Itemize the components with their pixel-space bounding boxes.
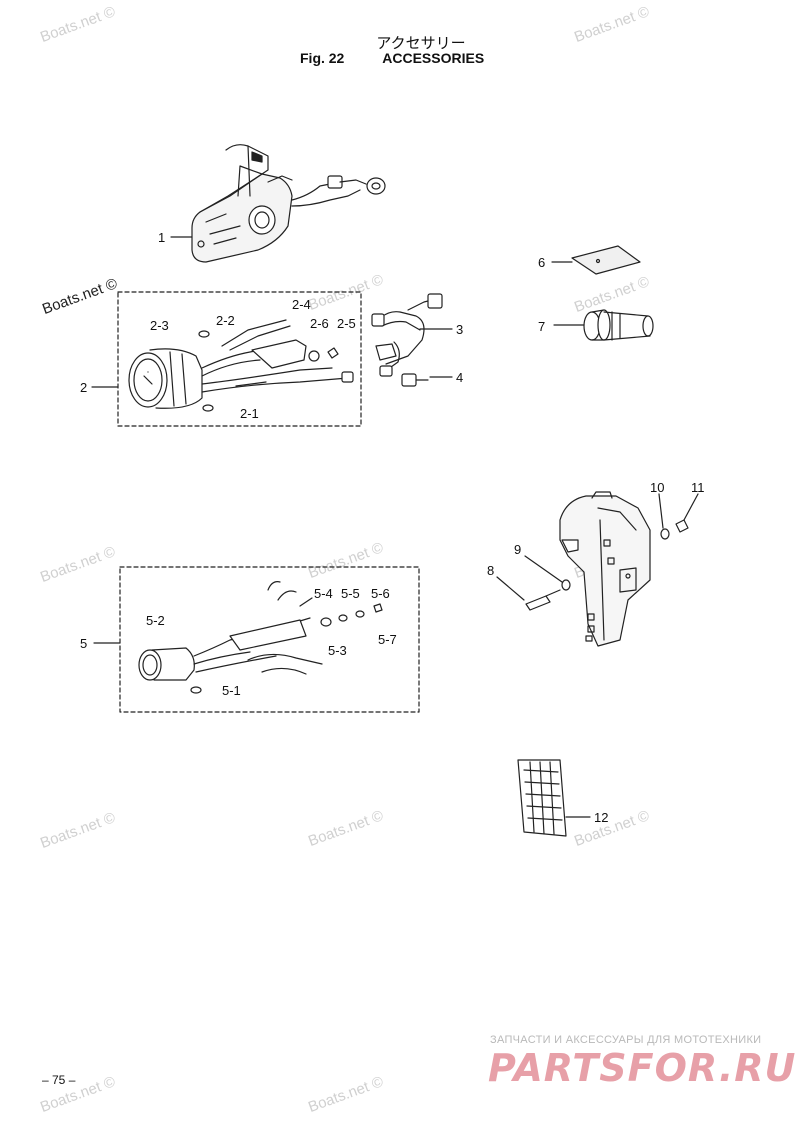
assembly-outline-2 (117, 291, 362, 427)
wiring-harness (371, 293, 443, 377)
trim-meter (138, 581, 383, 694)
callout-6: 6 (538, 255, 546, 270)
callout-4: 4 (456, 370, 464, 385)
brand-logo: PARTSFOR.RU (488, 1046, 797, 1090)
title-japanese: アクセサリー (376, 35, 466, 52)
callout-10: 10 (650, 480, 665, 495)
callout-2-2: 2-2 (216, 313, 235, 328)
brand-tagline: ЗАПЧАСТИ И АКСЕССУАРЫ ДЛЯ МОТОТЕХНИКИ (490, 1034, 762, 1046)
callout-1: 1 (158, 230, 166, 245)
callout-5-2: 5-2 (146, 613, 165, 628)
callout-2-4: 2-4 (292, 297, 311, 312)
figure-title: Fig. 22 ACCESSORIES (300, 50, 484, 66)
remote-control-box (191, 144, 386, 263)
callout-5-7: 5-7 (378, 632, 397, 647)
grommet (583, 309, 654, 341)
callout-9: 9 (514, 542, 522, 557)
callout-5-4: 5-4 (314, 586, 333, 601)
cushion-pad (571, 245, 641, 275)
callout-5-3: 5-3 (328, 643, 347, 658)
mounting-bracket (525, 491, 689, 647)
figure-number: Fig. 22 (300, 50, 345, 66)
tachometer-gauge (128, 319, 354, 412)
callout-5-6: 5-6 (371, 586, 390, 601)
callout-3: 3 (456, 322, 464, 337)
assembly-outline-5 (119, 566, 420, 713)
callout-11: 11 (691, 480, 705, 495)
mesh-grille (517, 759, 567, 837)
callout-2-5: 2-5 (337, 316, 356, 331)
callout-2-3: 2-3 (150, 318, 169, 333)
figure-name: ACCESSORIES (382, 50, 485, 66)
callout-2: 2 (80, 380, 88, 395)
callout-7: 7 (538, 319, 546, 334)
fuse (401, 373, 429, 387)
callout-5-5: 5-5 (341, 586, 360, 601)
page-number: – 75 – (42, 1073, 76, 1087)
callout-8: 8 (487, 563, 495, 578)
callout-2-6: 2-6 (310, 316, 329, 331)
callout-5: 5 (80, 636, 88, 651)
callout-12: 12 (594, 810, 609, 825)
callout-2-1: 2-1 (240, 406, 259, 421)
callout-5-1: 5-1 (222, 683, 241, 698)
